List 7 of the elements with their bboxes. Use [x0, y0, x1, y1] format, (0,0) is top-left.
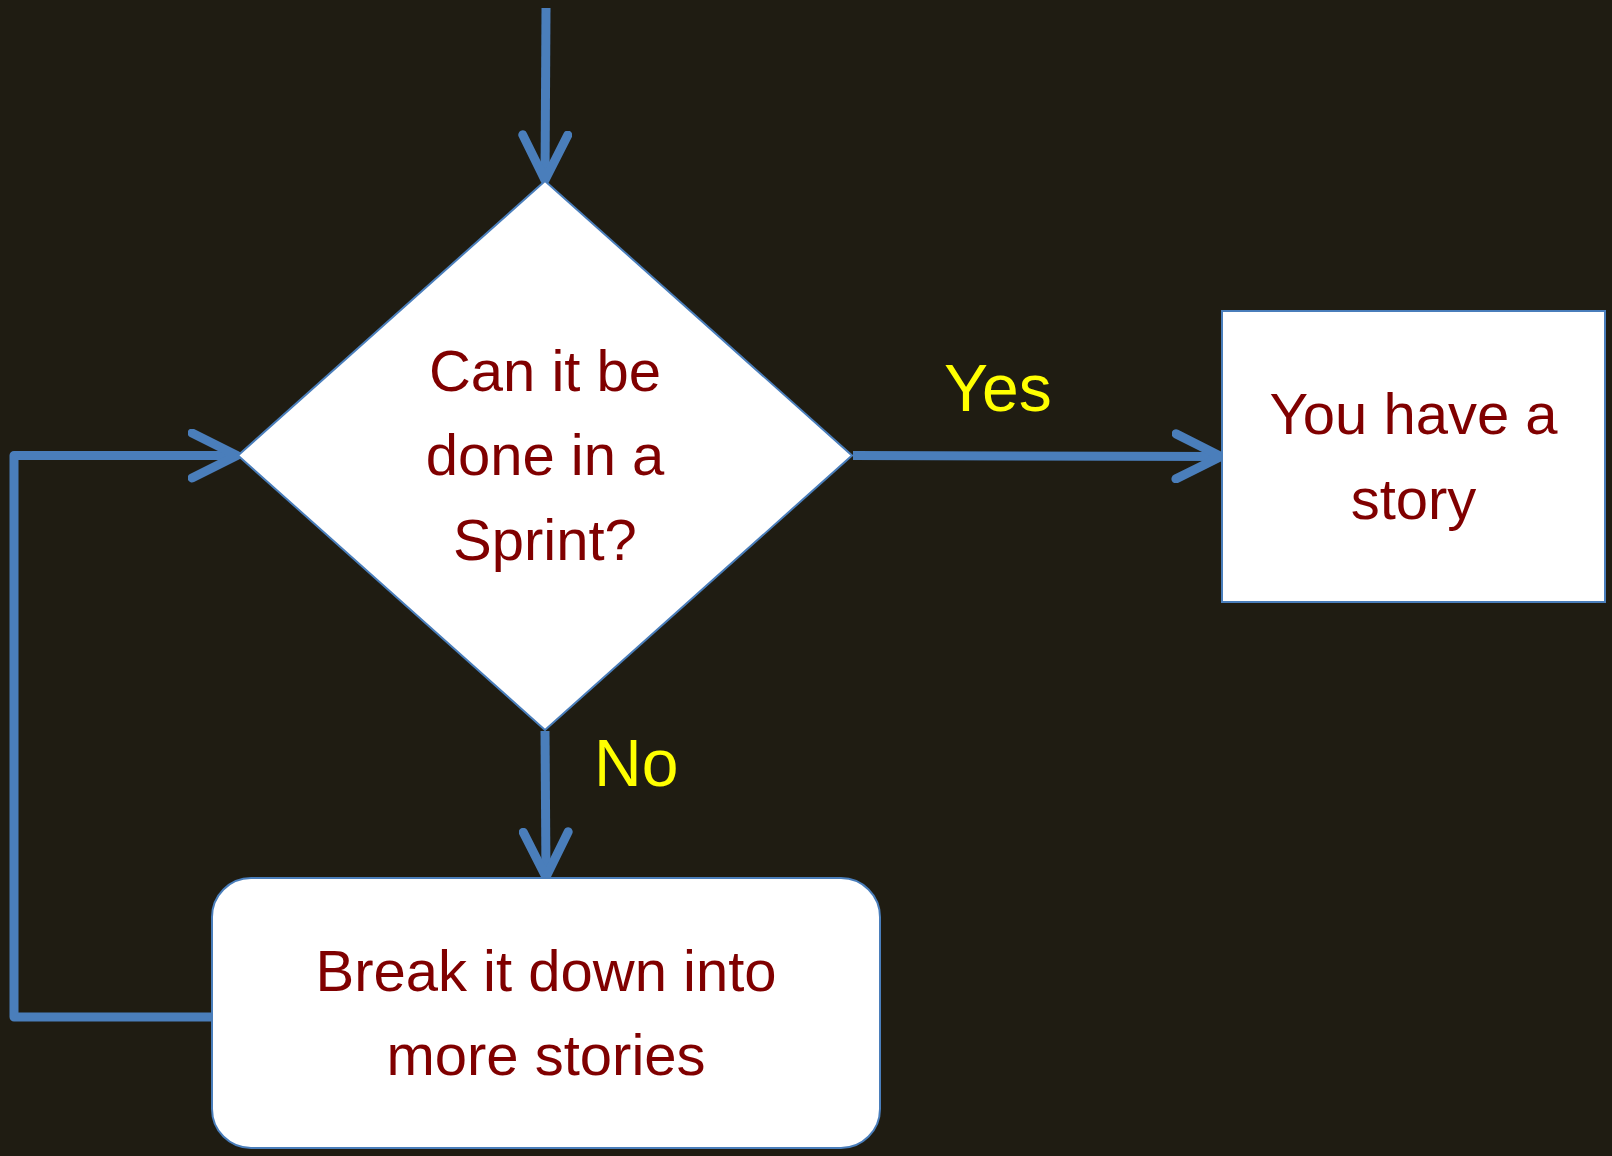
node-text: You have a story — [1268, 380, 1559, 533]
process-box — [1221, 310, 1606, 603]
node-text: Can it be done in a Sprint? — [424, 337, 666, 574]
arrow — [518, 7, 573, 185]
arrow — [9, 428, 242, 1022]
process-box — [211, 877, 881, 1149]
node-text: Break it down into more stories — [314, 936, 778, 1089]
